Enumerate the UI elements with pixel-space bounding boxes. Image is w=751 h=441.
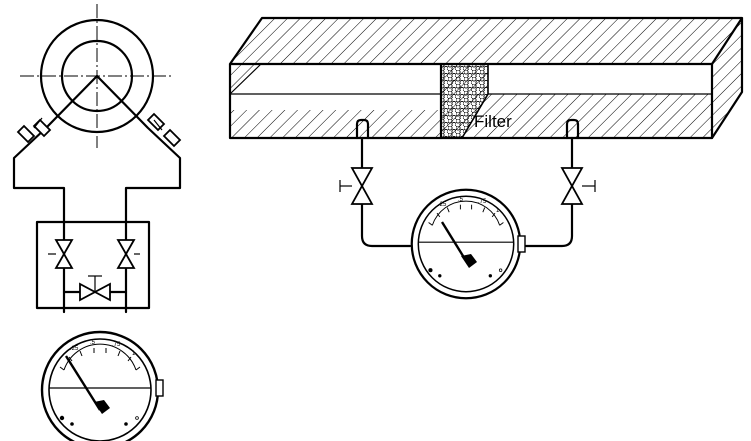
gauge-right-label-4: 1 xyxy=(496,208,500,214)
gauge-left-label-2: .5 xyxy=(90,340,96,346)
gauge-right-label-1: .25 xyxy=(438,202,447,208)
filter-label: Filter xyxy=(474,112,512,131)
gauge-left-needle xyxy=(64,355,102,411)
manifold-valve-left xyxy=(48,239,74,269)
tap-valve-right xyxy=(560,167,596,205)
gauge-right-label-3: .75 xyxy=(478,199,487,205)
valve-manifold-frame xyxy=(35,220,151,310)
manifold-valve-right xyxy=(116,239,140,269)
pressure-tap-lines xyxy=(355,118,580,248)
gauge-left: .25 .5 .75 1 xyxy=(40,330,164,441)
tap-valve-left xyxy=(339,167,374,205)
filter-element xyxy=(439,62,489,140)
gauge-left-label-3: .75 xyxy=(112,342,121,348)
gauge-left-label-4: 1 xyxy=(132,351,136,357)
isolation-valve-left xyxy=(16,117,52,144)
equalizing-valve xyxy=(62,275,128,302)
gauge-left-label-1: .25 xyxy=(70,346,79,352)
gauge-right: .25 .5 .75 1 xyxy=(410,188,526,300)
pitot-tube-lines xyxy=(12,74,182,314)
isolation-valve-right xyxy=(146,112,182,148)
gauge-right-label-2: .5 xyxy=(458,197,464,203)
